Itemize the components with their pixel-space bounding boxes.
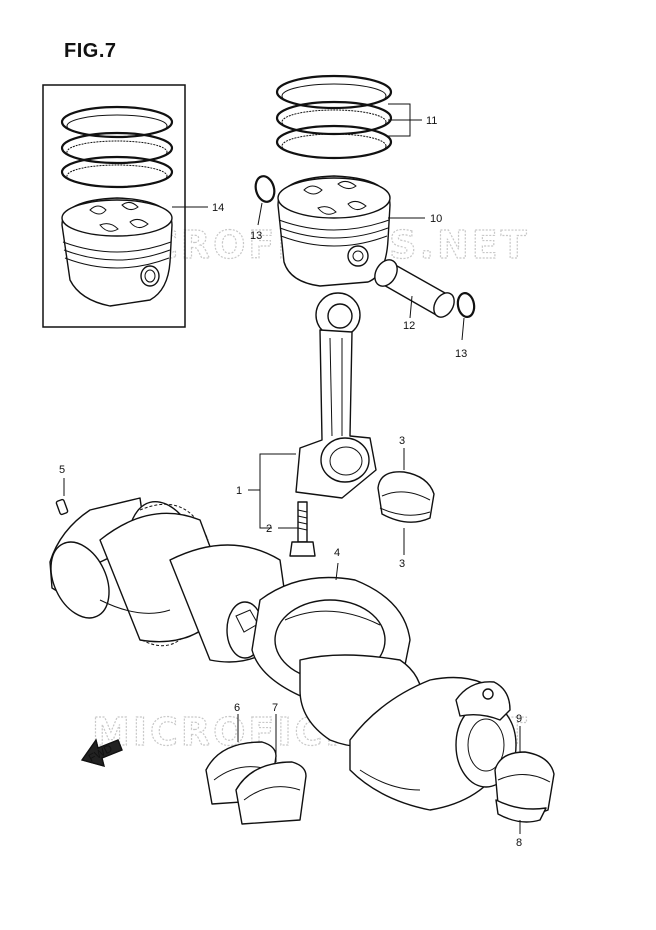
callout-4: 4 [334, 547, 340, 559]
piston-10 [277, 175, 425, 287]
callout-5: 5 [59, 464, 65, 476]
callout-10: 10 [430, 213, 442, 225]
callout-2: 2 [266, 523, 272, 535]
crankshaft-4 [49, 497, 517, 811]
ring-set-14 [60, 105, 174, 189]
callout-3-top: 3 [399, 435, 405, 447]
callout-12: 12 [403, 320, 415, 332]
main-bearing-8 [495, 799, 547, 834]
fwd-arrow-icon [80, 738, 123, 767]
callout-3-bottom: 3 [399, 558, 405, 570]
crank-bearing-7 [235, 714, 307, 825]
dowel-pin-5 [55, 478, 69, 516]
callout-7: 7 [272, 702, 278, 714]
callout-13-right: 13 [455, 348, 467, 360]
callout-14: 14 [212, 202, 224, 214]
callout-11: 11 [426, 115, 437, 127]
callout-9: 9 [516, 713, 522, 725]
rod-bearing-3 [377, 448, 435, 555]
connecting-rod-1 [248, 292, 377, 529]
callout-6: 6 [234, 702, 240, 714]
piston-assembly-box [42, 84, 208, 328]
callout-8: 8 [516, 837, 522, 849]
callout-13-left: 13 [250, 230, 262, 242]
piston-rings-11 [275, 74, 422, 160]
callout-1: 1 [236, 485, 242, 497]
piston-pin-12 [374, 259, 455, 319]
circlip-13-right [456, 292, 476, 341]
circlip-13-left [254, 175, 276, 226]
rod-bolt-2 [278, 501, 316, 557]
piston-14 [61, 197, 173, 307]
figure-title: FIG.7 [64, 40, 117, 62]
